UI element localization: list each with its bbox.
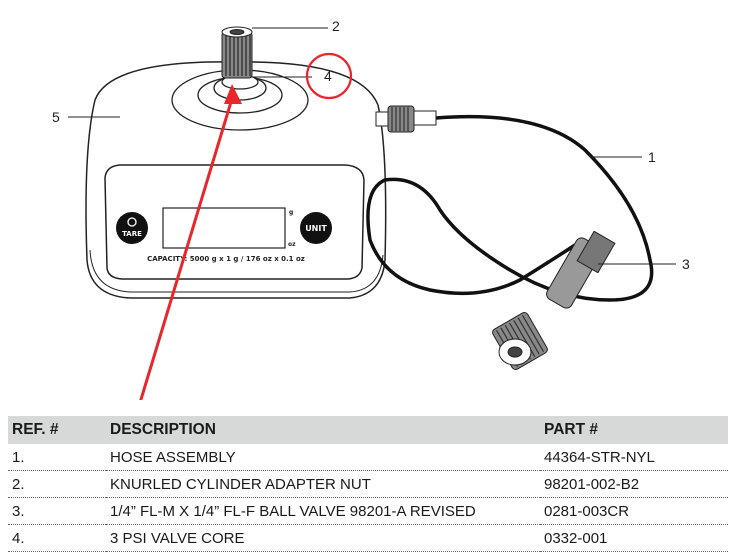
table-row: 1. HOSE ASSEMBLY 44364-STR-NYL: [8, 444, 728, 471]
part-cell: 98201-002-B2: [540, 470, 728, 498]
ref-cell: 3.: [8, 497, 106, 525]
ref-cell: 1.: [8, 444, 106, 471]
unit-oz-label: oz: [288, 241, 296, 248]
highlight-arrow: [139, 84, 242, 400]
table-header-row: REF. # DESCRIPTION PART #: [8, 416, 728, 444]
part-cell: 0281-003CR: [540, 497, 728, 525]
part-header: PART #: [540, 416, 728, 444]
description-cell: HOSE ASSEMBLY: [106, 444, 540, 471]
parts-table: REF. # DESCRIPTION PART # 1. HOSE ASSEMB…: [8, 416, 728, 552]
description-cell: 3 PSI VALVE CORE: [106, 524, 540, 552]
knurled-nut: [221, 26, 253, 79]
ref-cell: 2.: [8, 470, 106, 498]
tare-label: TARE: [122, 230, 142, 238]
description-cell: KNURLED CYLINDER ADAPTER NUT: [106, 470, 540, 498]
part-cell: 0332-001: [540, 524, 728, 552]
highlight-circle: [305, 52, 353, 100]
leader-lines: [68, 27, 676, 265]
unit-button: UNIT: [300, 212, 332, 244]
table-row: 2. KNURLED CYLINDER ADAPTER NUT 98201-00…: [8, 470, 728, 498]
tare-button: TARE: [116, 212, 148, 244]
unit-label: UNIT: [305, 224, 327, 233]
ball-valve: [492, 230, 616, 370]
ref-cell: 4.: [8, 524, 106, 552]
capacity-text: CAPACITY: 5000 g x 1 g / 176 oz x 0.1 oz: [147, 255, 305, 263]
scale-illustration: TARE UNIT g oz CAPACITY: 5000 g x 1 g / …: [68, 26, 676, 400]
table-row: 3. 1/4” FL-M X 1/4” FL-F BALL VALVE 9820…: [8, 497, 728, 525]
part-cell: 44364-STR-NYL: [540, 444, 728, 471]
table-row: 4. 3 PSI VALVE CORE 0332-001: [8, 524, 728, 552]
ref-header: REF. #: [8, 416, 106, 444]
hose-fitting: [375, 105, 437, 133]
description-header: DESCRIPTION: [106, 416, 540, 444]
hose: [366, 114, 654, 302]
lcd-display: [162, 207, 286, 249]
unit-g-label: g: [289, 209, 293, 216]
description-cell: 1/4” FL-M X 1/4” FL-F BALL VALVE 98201-A…: [106, 497, 540, 525]
